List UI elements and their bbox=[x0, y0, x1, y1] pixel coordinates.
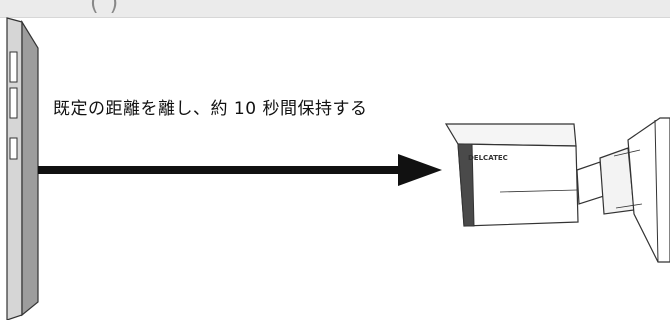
direction-arrow bbox=[38, 154, 442, 186]
camera-base-ring-top bbox=[613, 149, 641, 157]
header-strip-text: ( ) bbox=[90, 0, 121, 16]
camera-front-face bbox=[457, 143, 475, 227]
instruction-text: 既定の距離を離し、約 10 秒間保持する bbox=[53, 99, 368, 119]
security-camera-illustration: DELCATEC bbox=[444, 117, 670, 263]
camera-base-edge bbox=[654, 119, 659, 263]
smartphone-illustration bbox=[6, 17, 39, 320]
phone-side-button-upper bbox=[9, 51, 18, 83]
arrow-head bbox=[398, 154, 442, 186]
phone-side-button-lower bbox=[9, 137, 18, 160]
arrow-shaft bbox=[38, 166, 403, 174]
phone-side-button-middle bbox=[9, 87, 18, 119]
camera-seam bbox=[499, 189, 578, 193]
camera-brand-logo: DELCATEC bbox=[468, 154, 508, 162]
camera-mount-arm bbox=[576, 161, 605, 205]
camera-base-ring-bottom bbox=[615, 203, 643, 209]
phone-screen bbox=[21, 19, 39, 317]
camera-hood bbox=[444, 123, 577, 147]
top-header-band: ( ) bbox=[0, 0, 670, 18]
camera-wall-base bbox=[627, 117, 670, 263]
